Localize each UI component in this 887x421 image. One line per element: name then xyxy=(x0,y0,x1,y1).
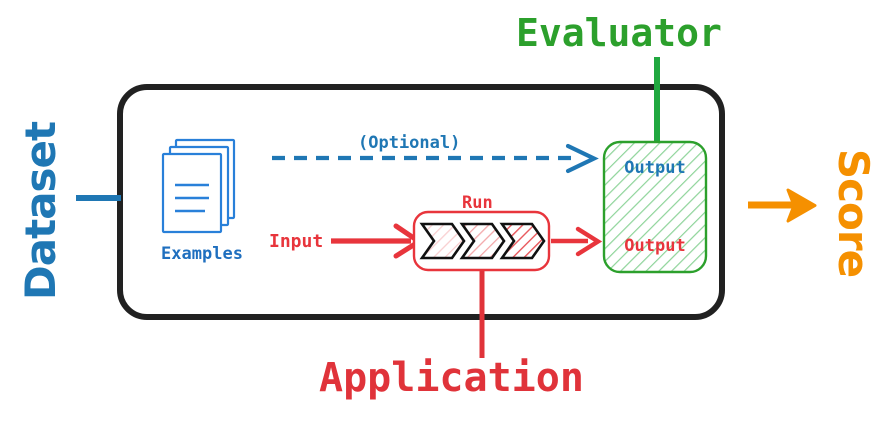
optional-edge-label: (Optional) xyxy=(358,133,461,153)
input-edge-label: Input xyxy=(269,231,324,252)
output-bottom-label: Output xyxy=(624,236,686,256)
dataset-label: Dataset xyxy=(16,121,66,301)
output-top-label: Output xyxy=(624,158,686,178)
application-label: Application xyxy=(319,355,584,401)
examples-node: Examples xyxy=(148,138,256,268)
evaluator-label: Evaluator xyxy=(516,11,722,55)
run-caption: Run xyxy=(462,193,493,213)
examples-caption: Examples xyxy=(161,244,243,264)
score-label: Score xyxy=(829,148,879,278)
score-arrow xyxy=(748,188,817,223)
